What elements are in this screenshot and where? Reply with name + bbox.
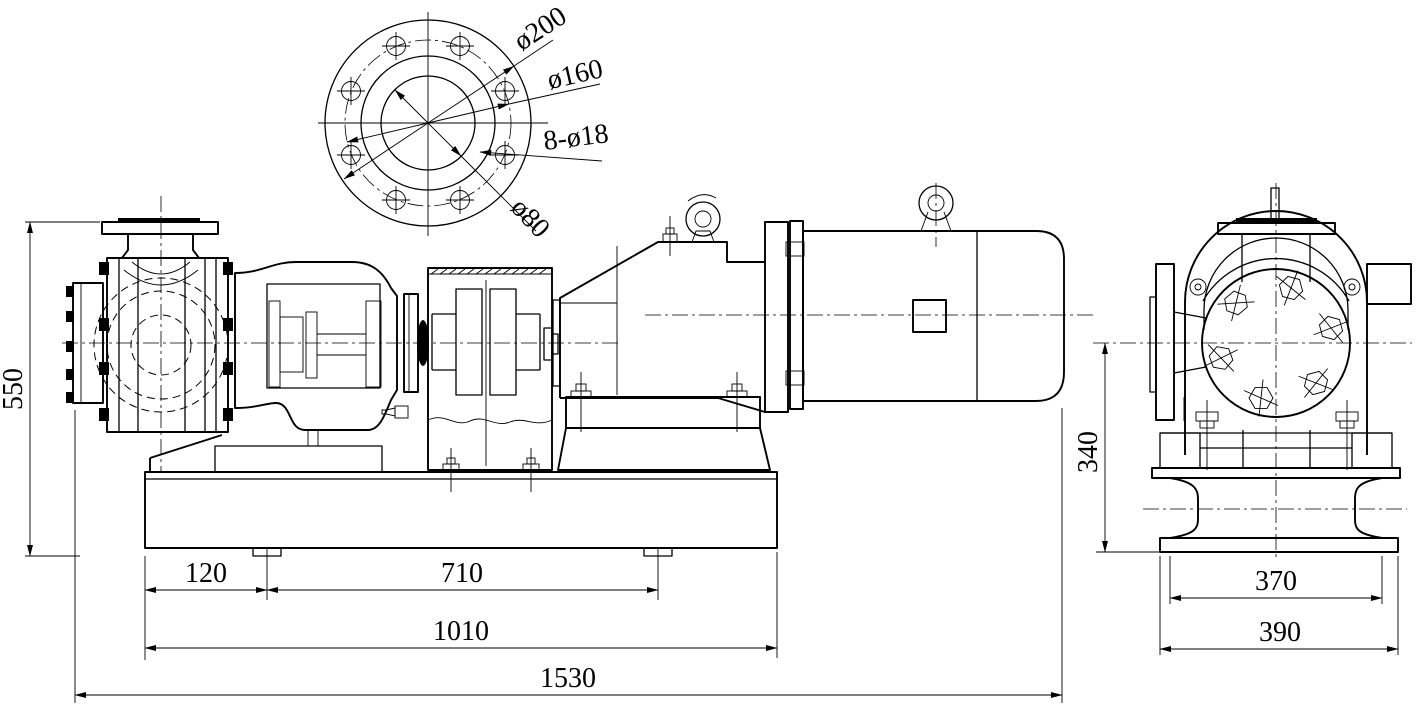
- side-view-dimensions: 550 120 710 1010 1530: [0, 221, 1063, 703]
- dim-120-label: 120: [185, 558, 227, 589]
- side-view: 550 120 710 1010 1530: [0, 183, 1093, 703]
- end-view-suction-flange: [1149, 263, 1207, 421]
- end-view-top-flange: [1217, 187, 1336, 282]
- motor-lifting-eye: [918, 183, 954, 247]
- dim-390-label: 390: [1259, 617, 1301, 648]
- pump-top-flange: [101, 218, 219, 259]
- dim-710-label: 710: [441, 558, 483, 589]
- gearbox-lifting-eye: [685, 194, 721, 243]
- pump-casing: [93, 257, 233, 433]
- gearbox-foot-bolts: [570, 372, 748, 432]
- end-view-cover-circle: [1201, 268, 1351, 418]
- flange-bolt-circle: [344, 39, 512, 207]
- coupling: [431, 280, 541, 466]
- gearbox: [552, 194, 805, 471]
- bearing-internals: [268, 300, 382, 388]
- flange-bore-label: ø80: [505, 192, 556, 244]
- suction-cover: [66, 282, 104, 404]
- flange-raised-face-circle: [360, 55, 496, 191]
- flange-bolt-holes: [337, 32, 519, 214]
- flange-bolt-holes-label: 8-ø18: [542, 118, 611, 157]
- guard-break-line: [427, 417, 553, 424]
- gearbox-top-bolt: [662, 216, 678, 256]
- dim-370-label: 370: [1255, 566, 1297, 597]
- grease-nipple: [381, 405, 409, 419]
- flange-outer-circle: [324, 19, 532, 227]
- guard-holddown-bolts: [442, 448, 540, 492]
- baseplate: [144, 471, 778, 557]
- flange-dimension-leaders: [343, 39, 603, 232]
- motor-terminal-box: [912, 299, 947, 333]
- flange-joint-bolts: [785, 241, 805, 386]
- dim-340-label: 340: [1073, 431, 1104, 473]
- motor: [789, 183, 1065, 410]
- flange-bolt-circle-label: ø160: [544, 53, 606, 96]
- end-view-pedestal: [1151, 467, 1401, 553]
- bearing-housing: [234, 261, 429, 431]
- end-view-casing: [1184, 210, 1368, 455]
- flange-bore-circle: [380, 75, 476, 171]
- pump-support-bracket: [149, 430, 383, 473]
- coupling-guard: [427, 267, 559, 471]
- casing-bolts: [99, 262, 233, 421]
- dim-550-label: 550: [0, 368, 29, 410]
- gearbox-pedestal: [557, 396, 771, 471]
- dim-1530-label: 1530: [540, 663, 596, 694]
- end-view-dimensions: 340 370 390: [1073, 342, 1399, 655]
- end-view-side-box: [1366, 263, 1412, 305]
- end-view: 340 370 390: [1073, 183, 1412, 655]
- flange-detail-view: ø200 ø160 8-ø18 ø80: [318, 1, 611, 244]
- guard-hatch: [430, 268, 547, 275]
- end-view-stud-bolts: [1195, 400, 1359, 470]
- shaft-seal: [417, 320, 429, 366]
- dim-1010-label: 1010: [433, 616, 489, 647]
